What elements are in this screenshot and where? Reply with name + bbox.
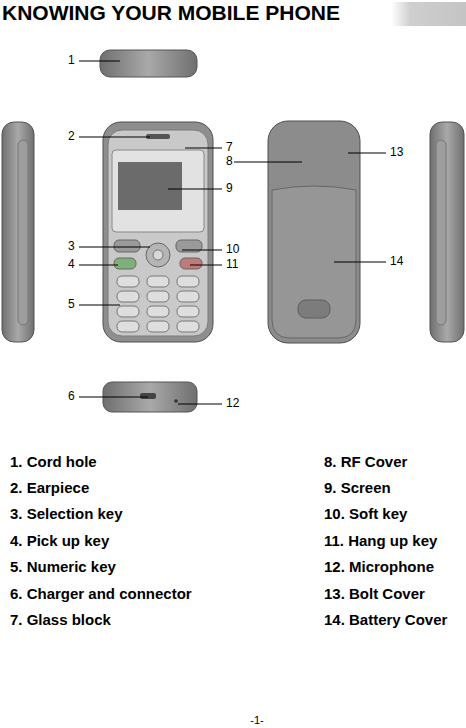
callout-number: 13 <box>390 146 403 160</box>
callout-number: 11 <box>226 258 238 272</box>
callout-number: 9 <box>226 182 233 196</box>
callout-number: 12 <box>226 397 239 411</box>
part-name: 8. RF Cover <box>324 453 407 470</box>
callout-number: 2 <box>68 130 75 144</box>
part-name: 2. Earpiece <box>10 479 89 496</box>
callout-number: 8 <box>226 155 233 169</box>
charger-connector <box>140 393 156 399</box>
part-name: 9. Screen <box>324 479 391 496</box>
callout-number: 5 <box>68 298 75 312</box>
phone-front <box>103 122 213 342</box>
phone-back <box>268 121 360 343</box>
part-name: 5. Numeric key <box>10 558 116 575</box>
phone-right-side <box>430 122 464 342</box>
callout-number: 6 <box>68 390 75 404</box>
part-name: 1. Cord hole <box>10 453 97 470</box>
part-name: 12. Microphone <box>324 558 434 575</box>
phone-top-view <box>100 50 197 77</box>
phone-left-side <box>2 122 34 342</box>
part-name: 7. Glass block <box>10 611 111 628</box>
callout-number: 14 <box>390 255 403 269</box>
callout-number: 7 <box>226 141 233 155</box>
part-name: 11. Hang up key <box>324 532 437 549</box>
page-title: KNOWING YOUR MOBILE PHONE <box>2 1 340 25</box>
side-grip <box>18 140 28 325</box>
part-name: 14. Battery Cover <box>324 611 447 628</box>
callout-number: 4 <box>68 258 75 272</box>
part-name: 4. Pick up key <box>10 532 109 549</box>
callout-number: 3 <box>68 240 75 254</box>
page-number: -1- <box>250 714 263 727</box>
callout-number: 10 <box>226 243 239 257</box>
part-name: 10. Soft key <box>324 505 407 522</box>
side-grip <box>436 140 446 325</box>
title-bar <box>0 2 466 26</box>
part-name: 13. Bolt Cover <box>324 585 425 602</box>
microphone-hole <box>174 399 178 403</box>
leader-lines <box>79 61 386 404</box>
part-name: 6. Charger and connector <box>10 585 192 602</box>
callout-number: 1 <box>68 54 75 68</box>
part-name: 3. Selection key <box>10 505 123 522</box>
